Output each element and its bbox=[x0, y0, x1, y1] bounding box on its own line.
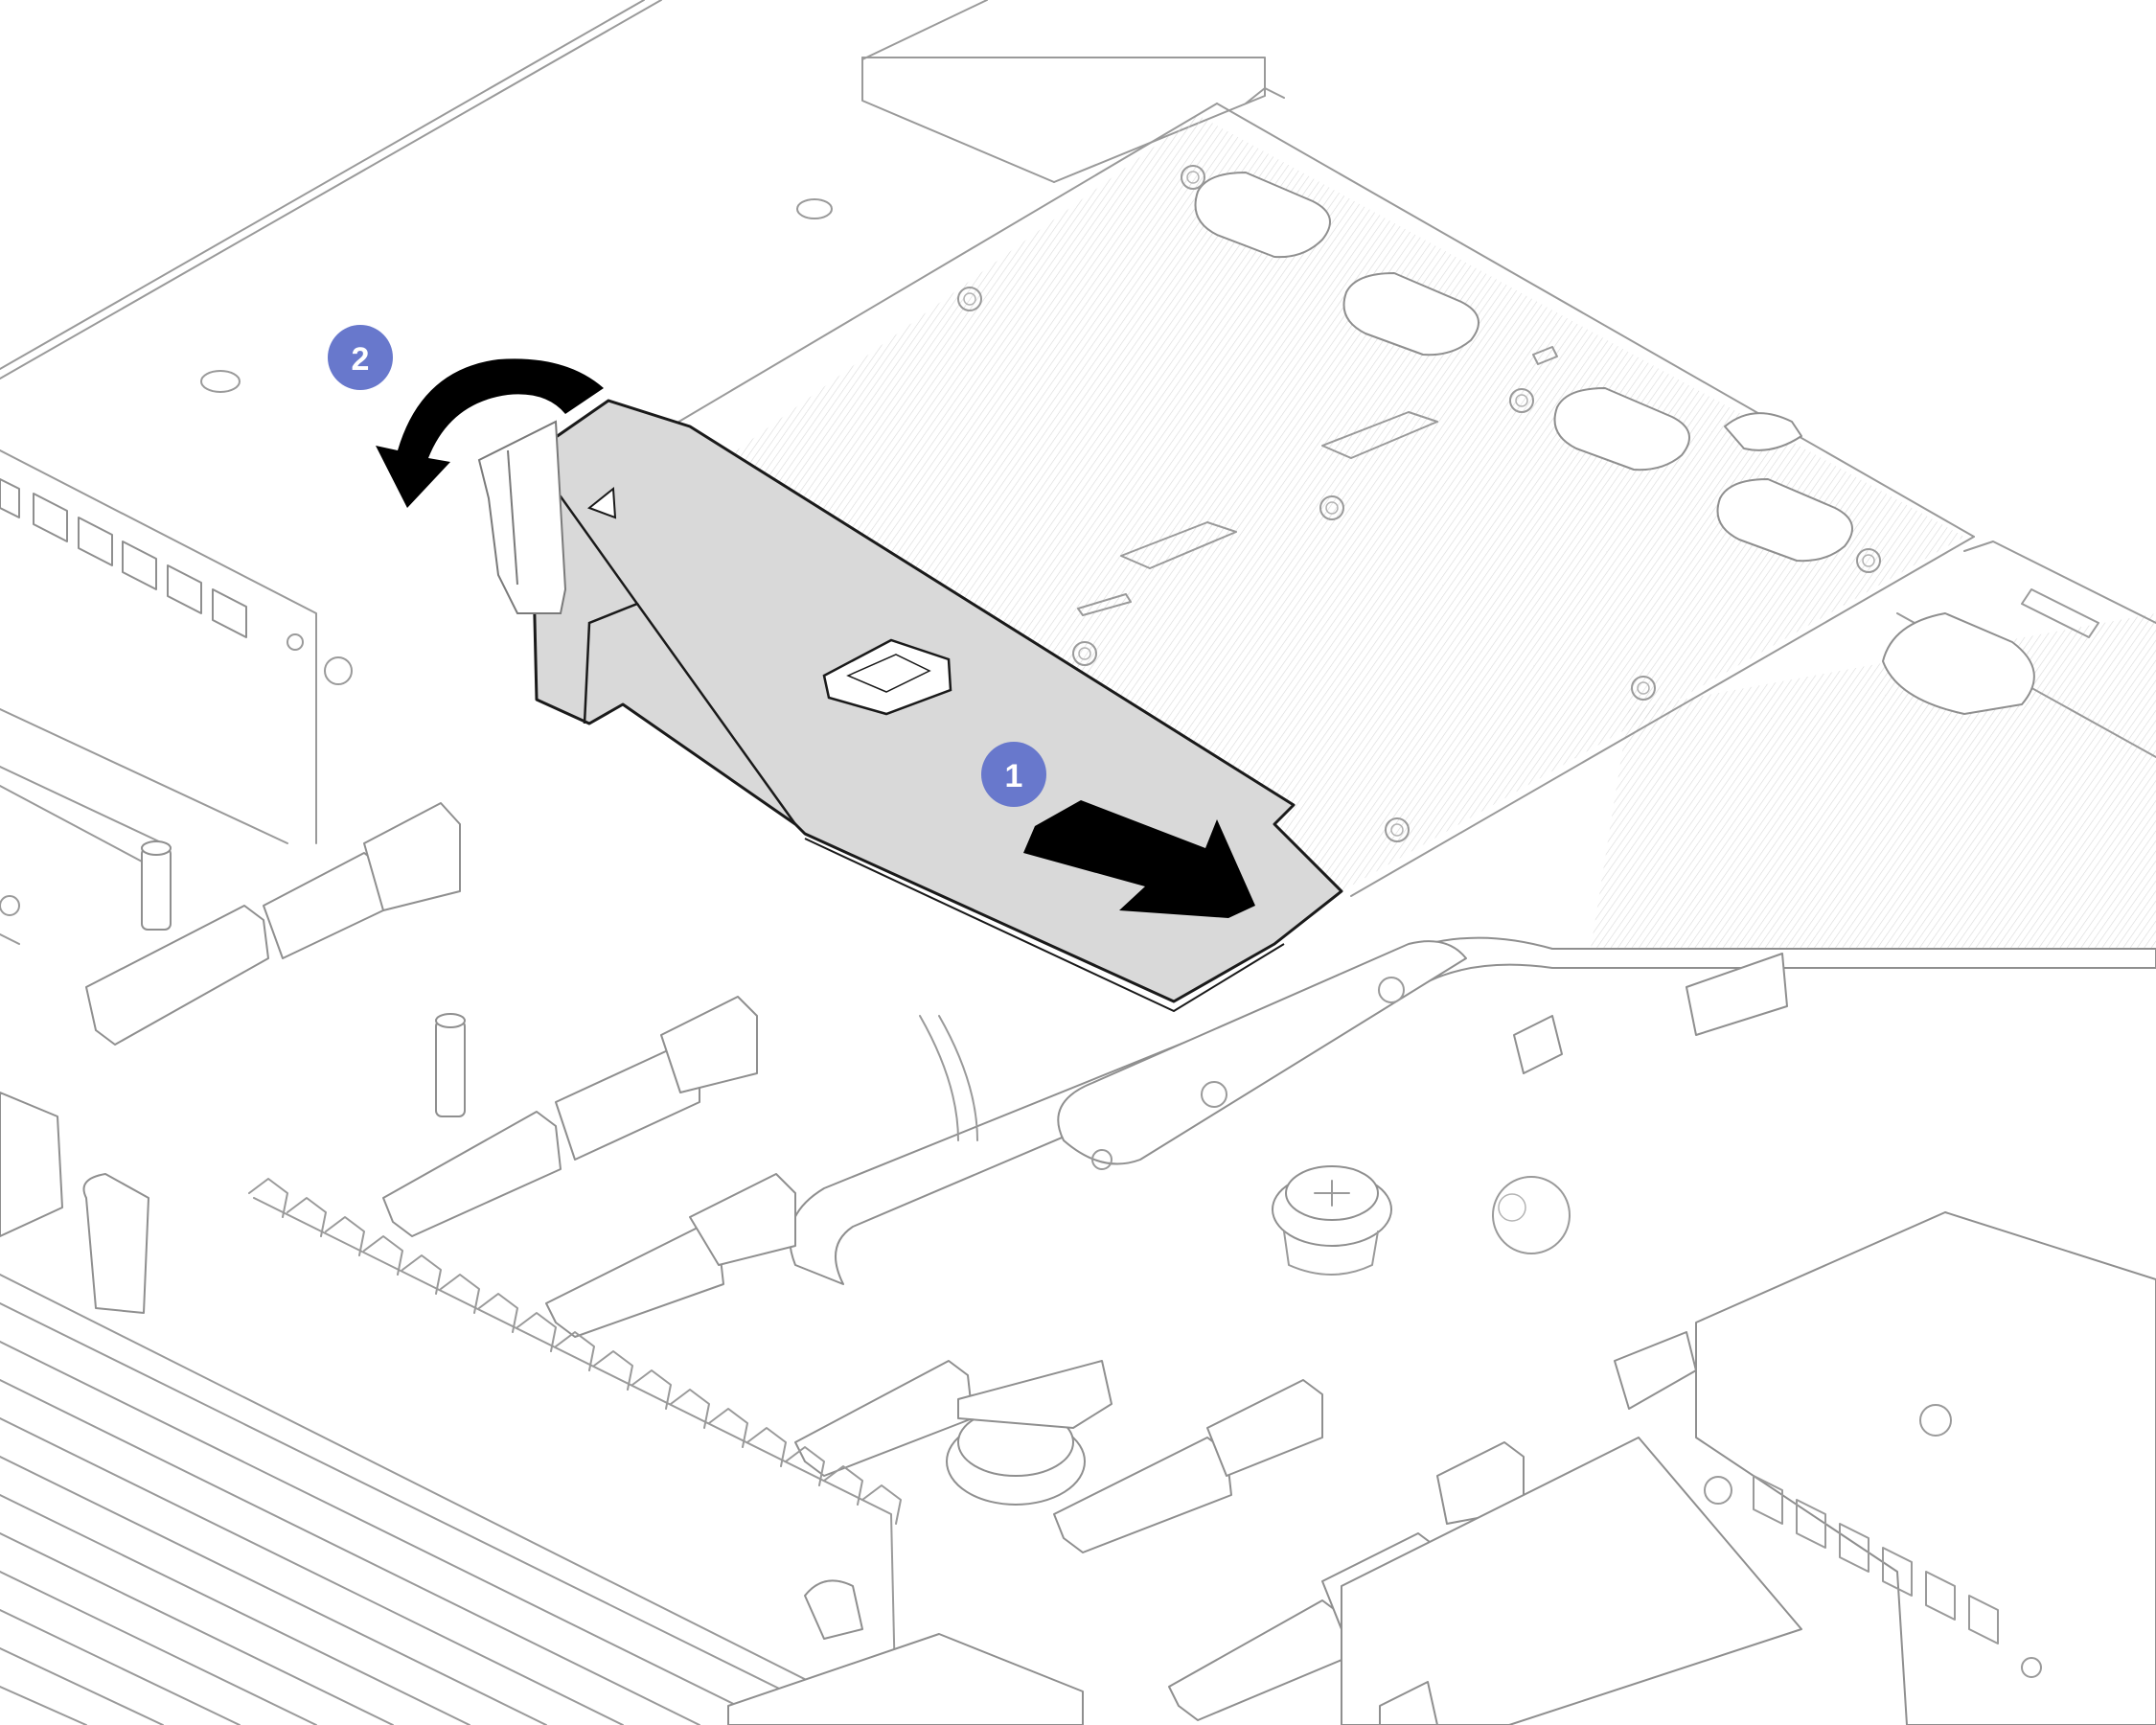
drive-cage bbox=[670, 87, 2156, 959]
left-drive-bay bbox=[0, 449, 353, 863]
callout-badge-icon bbox=[981, 742, 1046, 807]
callout-badge-icon bbox=[328, 325, 393, 390]
riser-bracket bbox=[789, 936, 2156, 1285]
callout-1-number: 1 bbox=[1005, 758, 1023, 794]
captive-screw bbox=[1272, 1165, 1392, 1276]
curved-arrow-icon bbox=[376, 358, 604, 508]
board-components bbox=[0, 840, 2156, 1725]
callout-2-number: 2 bbox=[352, 341, 370, 378]
callout-badge-2: 2 bbox=[328, 325, 393, 390]
straight-arrow-icon bbox=[1023, 800, 1255, 918]
chassis-top-panel bbox=[0, 0, 1266, 393]
callout-badge-1: 1 bbox=[981, 742, 1046, 807]
